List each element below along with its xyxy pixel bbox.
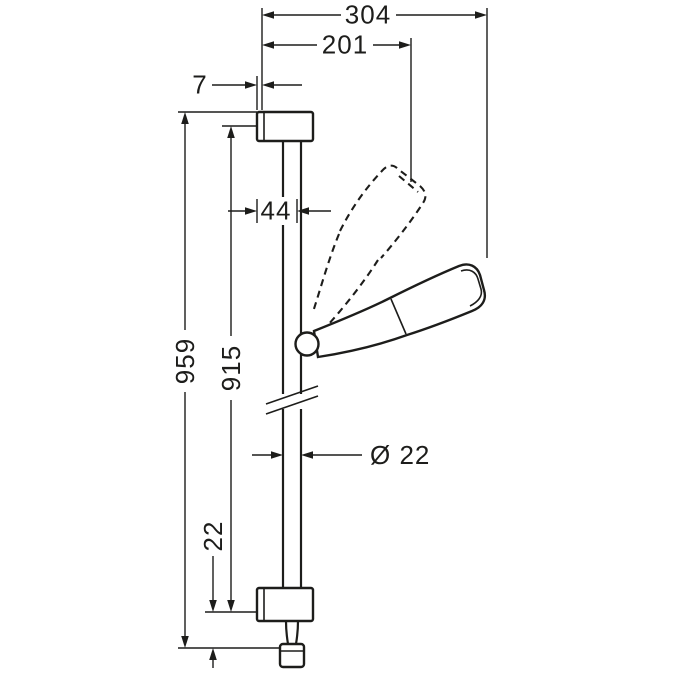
hose-connector-nut: [278, 642, 306, 669]
hand-shower-solid: [312, 263, 486, 359]
dimension-44: 44: [228, 196, 331, 226]
bottom-bracket: [255, 586, 315, 623]
dimension-diameter-label: Ø 22: [370, 440, 430, 470]
break-marks: [265, 385, 319, 415]
dimension-diameter-22: Ø 22: [252, 440, 430, 470]
dimension-959: 959: [170, 111, 280, 649]
dimension-22: 22: [198, 521, 228, 668]
dimension-201-label: 201: [322, 30, 368, 60]
dimension-44-label: 44: [261, 196, 292, 226]
dimension-22-label: 22: [198, 521, 228, 552]
dimension-7-label: 7: [192, 70, 207, 100]
spray-face-rim: [460, 269, 483, 307]
dimension-915: 915: [205, 125, 257, 613]
dimension-304-label: 304: [345, 0, 391, 30]
dashed-spray-face-line: [398, 175, 419, 193]
hand-shower-dashed: [311, 164, 427, 327]
product-outline: [255, 110, 486, 669]
dashed-handle-bottom-edge: [326, 259, 379, 327]
dimension-959-label: 959: [170, 338, 200, 384]
shower-hose: [278, 620, 306, 669]
slider-holder-knob: [294, 331, 320, 357]
dimension-7: 7: [192, 70, 302, 110]
handle-head-seam: [390, 298, 407, 335]
dashed-handle-top-edge: [311, 233, 340, 313]
dimension-915-label: 915: [216, 345, 246, 391]
dimension-304: 304: [261, 0, 488, 258]
top-bracket: [255, 110, 315, 143]
dimension-201: 201: [262, 30, 412, 182]
